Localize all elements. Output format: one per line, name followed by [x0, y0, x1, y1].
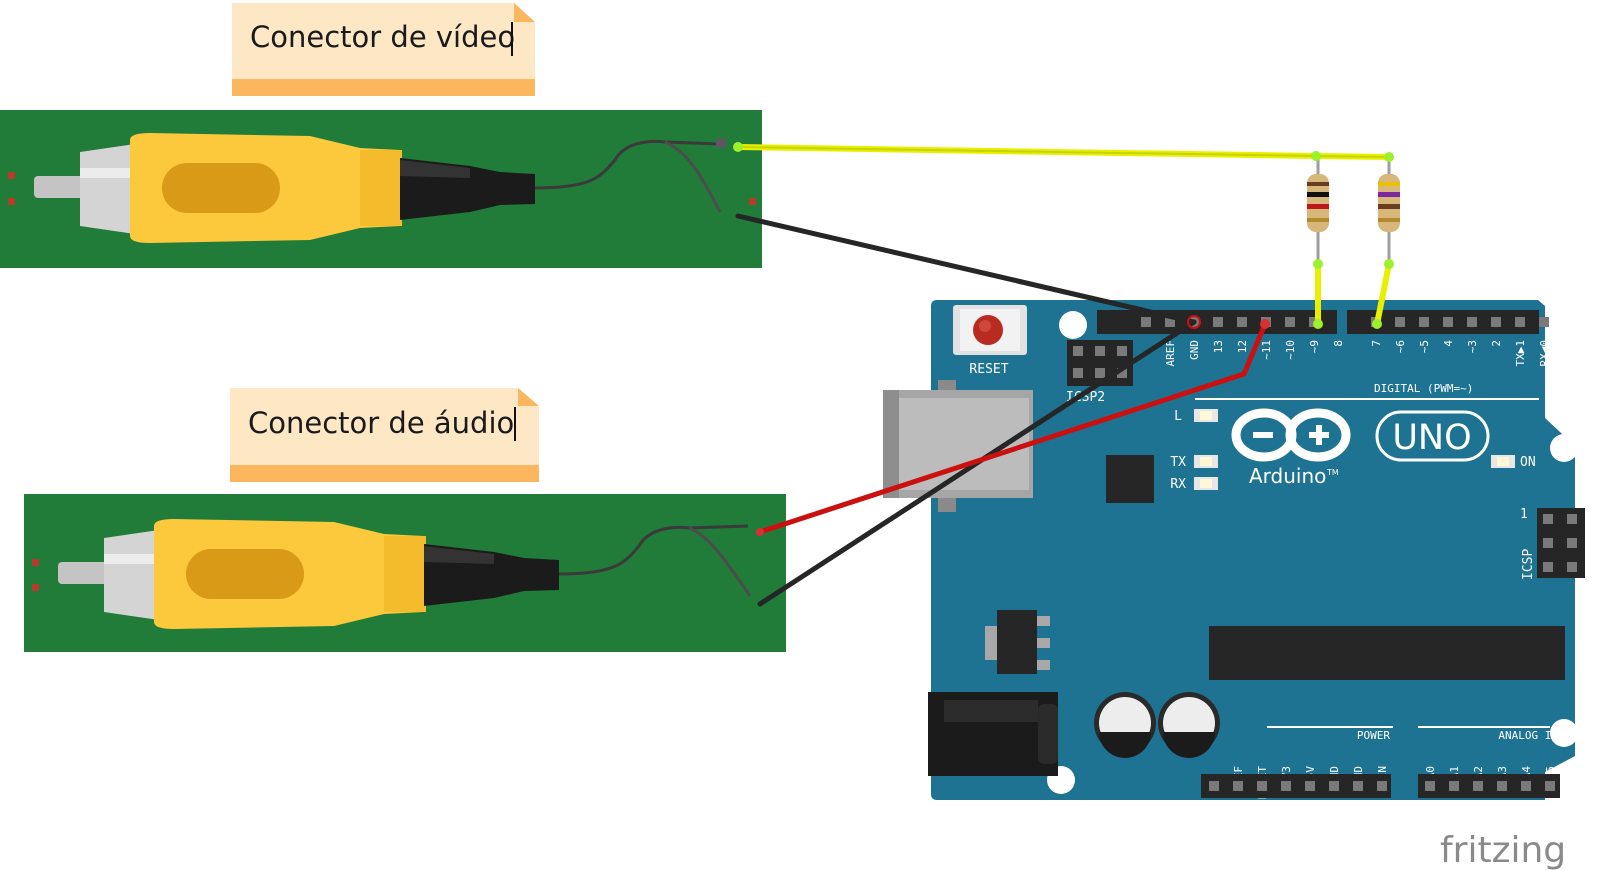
header-pin[interactable] [1305, 781, 1315, 791]
arduino-logo-tm: TM [1326, 468, 1339, 477]
header-pin[interactable] [1141, 317, 1151, 327]
silk-line [1418, 726, 1550, 728]
rca-connector-video[interactable] [0, 110, 762, 268]
pin-label: RX◀0 [1538, 340, 1551, 367]
header-pin[interactable] [1377, 781, 1387, 791]
header-pin[interactable] [1521, 781, 1531, 791]
header-pin[interactable] [1449, 781, 1459, 791]
microcontroller-chip [1209, 626, 1565, 680]
pin-label: 13 [1212, 340, 1225, 353]
header-pin[interactable] [1237, 317, 1247, 327]
header-pin[interactable] [1419, 317, 1429, 327]
pin-label: ~6 [1394, 340, 1407, 353]
led-tx [1194, 455, 1218, 468]
usb-connector [883, 380, 1033, 512]
pin-label: 4 [1442, 340, 1455, 347]
header-pin[interactable] [1233, 781, 1243, 791]
digital-label: DIGITAL (PWM=~) [1374, 382, 1473, 395]
uno-badge [1375, 410, 1490, 462]
led-tx-label: TX [1170, 455, 1186, 470]
usb-chip [1106, 455, 1154, 503]
analog-label: ANALOG IN [1498, 729, 1558, 742]
header-pin[interactable] [1497, 781, 1507, 791]
resistor-1[interactable] [1307, 158, 1329, 270]
header-pin[interactable] [1467, 317, 1477, 327]
pin-label: ~9 [1308, 340, 1321, 353]
icsp-label: ICSP [1521, 549, 1536, 580]
led-on [1491, 455, 1515, 468]
wire-yellow-pin9[interactable] [1313, 259, 1323, 329]
header-pin[interactable] [1165, 317, 1175, 327]
pin-label: AREF [1164, 340, 1177, 367]
dc-power-jack [928, 692, 1058, 776]
header-pin[interactable] [1473, 781, 1483, 791]
capacitor [1094, 692, 1156, 758]
led-l [1194, 409, 1218, 422]
wire-yellow-pin7[interactable] [1372, 259, 1394, 329]
digital-pin-labels: AREF GND 13 12 ~11 ~10 ~9 8 7 ~6 ~5 4 ~3 2 TX▶1 RX◀0 [1164, 340, 1551, 367]
reset-button[interactable] [953, 305, 1027, 355]
note-video[interactable]: Conector de vídeo [232, 3, 535, 117]
voltage-regulator [985, 610, 1050, 674]
wire-yellow-video-signal[interactable] [733, 142, 1394, 162]
wire-black-video-gnd[interactable] [735, 213, 1197, 325]
capacitor [1158, 692, 1220, 758]
note-video-text: Conector de vídeo [250, 20, 515, 54]
pin-label: 7 [1370, 340, 1383, 347]
reset-label: RESET [969, 362, 1008, 377]
header-pin[interactable] [1491, 317, 1501, 327]
header-pin[interactable] [1443, 317, 1453, 327]
analog-header-pins [1425, 781, 1555, 791]
pin-label: 12 [1236, 340, 1249, 353]
icsp2-header [1067, 340, 1133, 386]
arduino-logo-text: Arduino [1249, 464, 1326, 488]
analog-header [1418, 774, 1560, 798]
led-l-label: L [1174, 409, 1182, 424]
header-pin[interactable] [1425, 781, 1435, 791]
note-audio[interactable]: Conector de áudio [230, 388, 539, 501]
power-label: POWER [1357, 729, 1390, 742]
pin-label: TX▶1 [1514, 340, 1527, 367]
note-audio-text: Conector de áudio [248, 406, 514, 440]
header-pin[interactable] [1213, 317, 1223, 327]
mounting-hole [1550, 719, 1578, 747]
mounting-hole [1059, 311, 1087, 339]
header-pin[interactable] [1545, 781, 1555, 791]
header-pin[interactable] [1257, 781, 1267, 791]
wire-red-audio-signal[interactable] [756, 319, 1270, 536]
pin-label: ~11 [1260, 340, 1273, 360]
pin-label: GND [1188, 340, 1201, 360]
header-pin[interactable] [1329, 781, 1339, 791]
resistor-2[interactable] [1378, 158, 1400, 270]
header-pin[interactable] [1539, 317, 1549, 327]
icsp-header [1537, 508, 1585, 578]
uno-label: UNO [1392, 418, 1471, 458]
icsp-pin1-label: 1 [1520, 507, 1528, 522]
led-on-label: ON [1520, 455, 1536, 470]
silk-line [1267, 726, 1393, 728]
fritzing-watermark: fritzing [1440, 830, 1566, 870]
header-pin[interactable] [1515, 317, 1525, 327]
mounting-hole [1550, 434, 1578, 462]
header-pin[interactable] [1285, 317, 1295, 327]
pin-label: ~3 [1466, 340, 1479, 353]
pin-label: ~10 [1284, 340, 1297, 360]
rca-connector-audio[interactable] [24, 494, 786, 652]
power-header-pins [1209, 781, 1387, 791]
header-pin[interactable] [1281, 781, 1291, 791]
led-rx [1194, 477, 1218, 490]
header-pin[interactable] [1353, 781, 1363, 791]
header-pin[interactable] [1395, 317, 1405, 327]
header-pin[interactable] [1209, 781, 1219, 791]
pin-label: 8 [1332, 340, 1345, 347]
arduino-logo [1231, 408, 1351, 462]
pin-label: 2 [1490, 340, 1503, 347]
led-rx-label: RX [1170, 477, 1186, 492]
pin-label: ~5 [1418, 340, 1431, 353]
silk-line [1195, 398, 1539, 400]
